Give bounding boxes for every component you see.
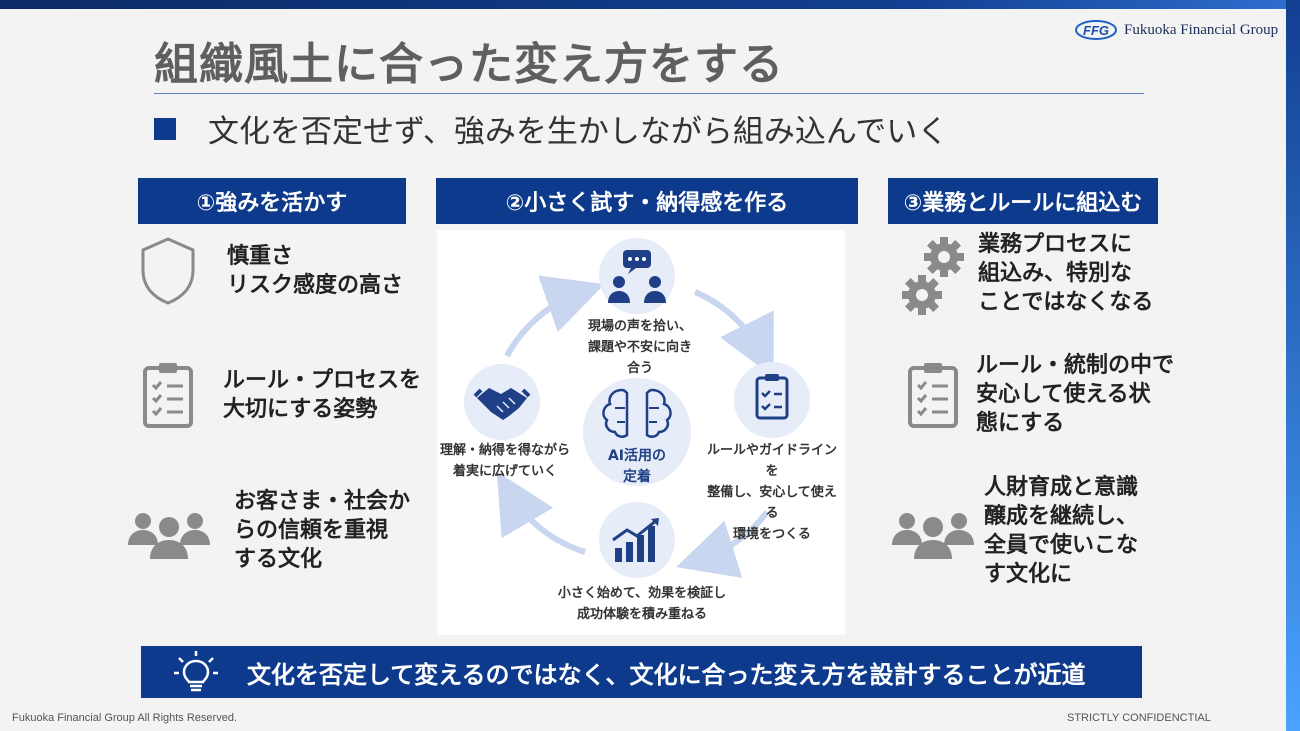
text-line: 環境をつくる bbox=[733, 527, 811, 542]
copyright-notice: Fukuoka Financial Group All Rights Reser… bbox=[12, 712, 237, 724]
text-line: 理解・納得を得ながら bbox=[439, 443, 570, 458]
subheading-text: 文化を否定せず、強みを生かしながら組み込んでいく bbox=[208, 114, 949, 150]
text-line: 整備し、安心して使える bbox=[707, 485, 837, 521]
text-line: ルールやガイドラインを bbox=[706, 443, 837, 479]
people-chat-icon bbox=[608, 250, 666, 303]
cycle-arrow bbox=[676, 510, 770, 578]
embed-text: 業務プロセスに 組込み、特別な ことではなくなる bbox=[978, 230, 1153, 317]
text-line: 着実に広げていく bbox=[452, 464, 557, 479]
clipboard-checklist-icon bbox=[908, 362, 958, 428]
ai-adoption-cycle-diagram: 現場の声を拾い、 課題や不安に向き合う ルールやガイドラインを 整備し、安心して… bbox=[437, 230, 845, 635]
text-line: 醸成を継続し、 bbox=[984, 504, 1139, 529]
title-divider bbox=[154, 93, 1144, 94]
shield-icon bbox=[141, 237, 195, 305]
handshake-icon bbox=[473, 388, 531, 420]
cycle-graphic bbox=[464, 238, 810, 578]
text-line: お客さま・社会か bbox=[234, 489, 411, 514]
column-header-embed: ③業務とルールに組込む bbox=[888, 178, 1158, 224]
strength-text: お客さま・社会か らの信頼を重視 する文化 bbox=[234, 487, 410, 574]
text-line: リスク感度の高さ bbox=[227, 273, 404, 298]
text-line: 定着 bbox=[623, 469, 651, 485]
column-header-strengths: ①強みを活かす bbox=[138, 178, 406, 224]
text-line: 小さく始めて、効果を検証し bbox=[557, 586, 727, 601]
text-line: 課題や不安に向き合う bbox=[587, 340, 692, 376]
page-title: 組織風土に合った変え方をする bbox=[154, 39, 784, 90]
ffg-logo-icon: FFG bbox=[1075, 20, 1117, 40]
text-line: 現場の声を拾い、 bbox=[587, 319, 692, 334]
growth-chart-icon bbox=[612, 518, 659, 562]
logo-name: Fukuoka Financial Group bbox=[1124, 21, 1279, 38]
embed-item-process: 業務プロセスに 組込み、特別な ことではなくなる bbox=[900, 230, 1153, 317]
text-line: 慎重さ bbox=[227, 244, 294, 269]
text-line: ことではなくなる bbox=[978, 290, 1154, 315]
text-line: 人財育成と意識 bbox=[984, 475, 1139, 500]
gears-icon bbox=[902, 236, 964, 315]
confidential-label: STRICTLY CONFIDENCTIAL bbox=[1067, 712, 1211, 724]
strength-item-rules: ルール・プロセスを 大切にする姿勢 bbox=[141, 360, 421, 430]
clipboard-checklist-icon bbox=[143, 363, 193, 428]
strength-text: ルール・プロセスを 大切にする姿勢 bbox=[223, 366, 421, 424]
right-accent-bar bbox=[1286, 0, 1300, 731]
text-line: 全員で使いこな bbox=[984, 533, 1139, 558]
text-line: 組込み、特別な bbox=[978, 261, 1133, 286]
text-line: 態にする bbox=[976, 411, 1065, 436]
text-line: 大切にする姿勢 bbox=[223, 397, 378, 422]
subheading: 文化を否定せず、強みを生かしながら組み込んでいく bbox=[154, 106, 948, 151]
embed-item-culture: 人財育成と意識 醸成を継続し、 全員で使いこな す文化に bbox=[890, 473, 1138, 589]
people-group-icon bbox=[892, 513, 974, 559]
text-line: ルール・統制の中で bbox=[976, 353, 1175, 378]
cycle-arrow bbox=[496, 471, 586, 555]
checklist-icon bbox=[755, 374, 789, 420]
column-header-small-trials: ②小さく試す・納得感を作る bbox=[436, 178, 858, 224]
conclusion-banner: 文化を否定して変えるのではなく、文化に合った変え方を設計することが近道 bbox=[141, 646, 1142, 698]
cycle-step-expand: 理解・納得を得ながら 着実に広げていく bbox=[439, 440, 571, 482]
cycle-arrow bbox=[504, 275, 605, 358]
text-line: 成功体験を積み重ねる bbox=[576, 607, 707, 622]
text-line: ルール・プロセスを bbox=[223, 368, 422, 393]
node-circle bbox=[734, 362, 810, 438]
conclusion-text: 文化を否定して変えるのではなく、文化に合った変え方を設計することが近道 bbox=[247, 660, 1086, 689]
strength-text: 慎重さ リスク感度の高さ bbox=[227, 242, 403, 300]
cycle-step-listen: 現場の声を拾い、 課題や不安に向き合う bbox=[585, 316, 695, 379]
logo-mark-text: FFG bbox=[1083, 23, 1109, 38]
cycle-step-guidelines: ルールやガイドラインを 整備し、安心して使える 環境をつくる bbox=[703, 440, 841, 545]
text-line: 安心して使える状 bbox=[976, 382, 1151, 407]
embed-item-governance: ルール・統制の中で 安心して使える状 態にする bbox=[906, 351, 1174, 438]
strength-item-trust: お客さま・社会か らの信頼を重視 する文化 bbox=[126, 487, 410, 574]
cycle-step-start-small: 小さく始めて、効果を検証し 成功体験を積み重ねる bbox=[537, 583, 747, 625]
text-line: す文化に bbox=[984, 562, 1073, 587]
text-line: する文化 bbox=[234, 547, 323, 572]
cycle-center-label: AI活用の 定着 bbox=[597, 446, 677, 488]
people-group-icon bbox=[128, 512, 210, 559]
company-logo: FFG Fukuoka Financial Group bbox=[1074, 18, 1278, 42]
lightbulb-icon bbox=[174, 651, 218, 692]
top-accent-bar bbox=[0, 0, 1300, 9]
text-line: 業務プロセスに bbox=[978, 232, 1133, 257]
embed-text: 人財育成と意識 醸成を継続し、 全員で使いこな す文化に bbox=[984, 473, 1138, 589]
embed-text: ルール・統制の中で 安心して使える状 態にする bbox=[976, 351, 1174, 438]
bullet-square bbox=[154, 117, 176, 140]
text-line: らの信頼を重視 bbox=[234, 518, 389, 543]
cycle-arrow bbox=[693, 289, 774, 378]
text-line: AI活用の bbox=[607, 448, 667, 464]
brain-icon bbox=[602, 388, 672, 438]
strength-item-caution: 慎重さ リスク感度の高さ bbox=[139, 236, 403, 306]
